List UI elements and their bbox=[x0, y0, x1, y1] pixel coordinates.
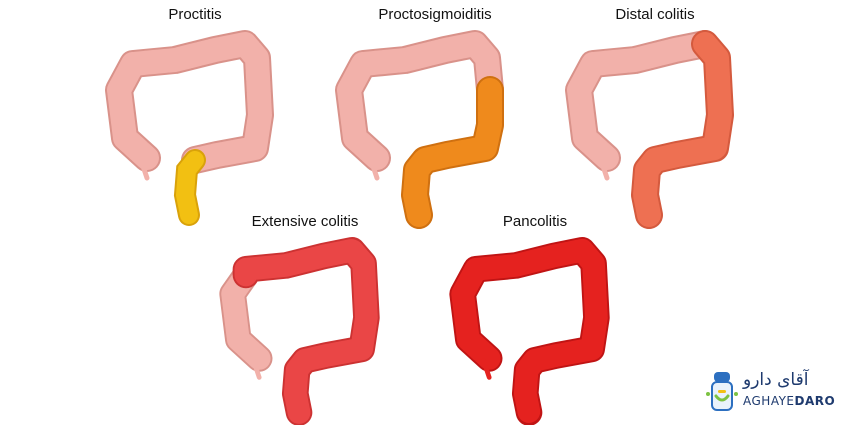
colon-inflamed-section bbox=[631, 30, 734, 229]
colon-inflamed-section bbox=[173, 149, 206, 226]
label-distal-colitis: Distal colitis bbox=[615, 6, 695, 23]
colon-inflamed-section bbox=[401, 76, 504, 229]
colon-healthy-section bbox=[335, 30, 504, 181]
label-proctosigmoiditis: Proctosigmoiditis bbox=[378, 6, 492, 23]
colon-healthy-section bbox=[219, 261, 273, 380]
logo-text-persian: آقای دارو bbox=[743, 370, 809, 390]
label-extensive-colitis: Extensive colitis bbox=[251, 213, 359, 230]
brand-logo: آقای دارو AGHAYEDARO bbox=[705, 368, 845, 418]
colon-healthy-section bbox=[105, 30, 274, 181]
label-pancolitis: Pancolitis bbox=[502, 213, 568, 230]
label-proctitis: Proctitis bbox=[168, 6, 222, 23]
colon-inflamed-section bbox=[232, 237, 380, 425]
medicine-bottle-icon bbox=[706, 372, 738, 411]
colon-extensive-colitis bbox=[219, 237, 380, 425]
logo-text-english: AGHAYEDARO bbox=[743, 394, 836, 408]
colon-pancolitis bbox=[449, 237, 610, 425]
colon-inflamed-section bbox=[449, 237, 610, 425]
colon-distal-colitis bbox=[565, 30, 734, 229]
colon-healthy-section bbox=[565, 30, 719, 181]
colon-proctitis bbox=[105, 30, 274, 226]
colon-proctosigmoiditis bbox=[335, 30, 504, 229]
